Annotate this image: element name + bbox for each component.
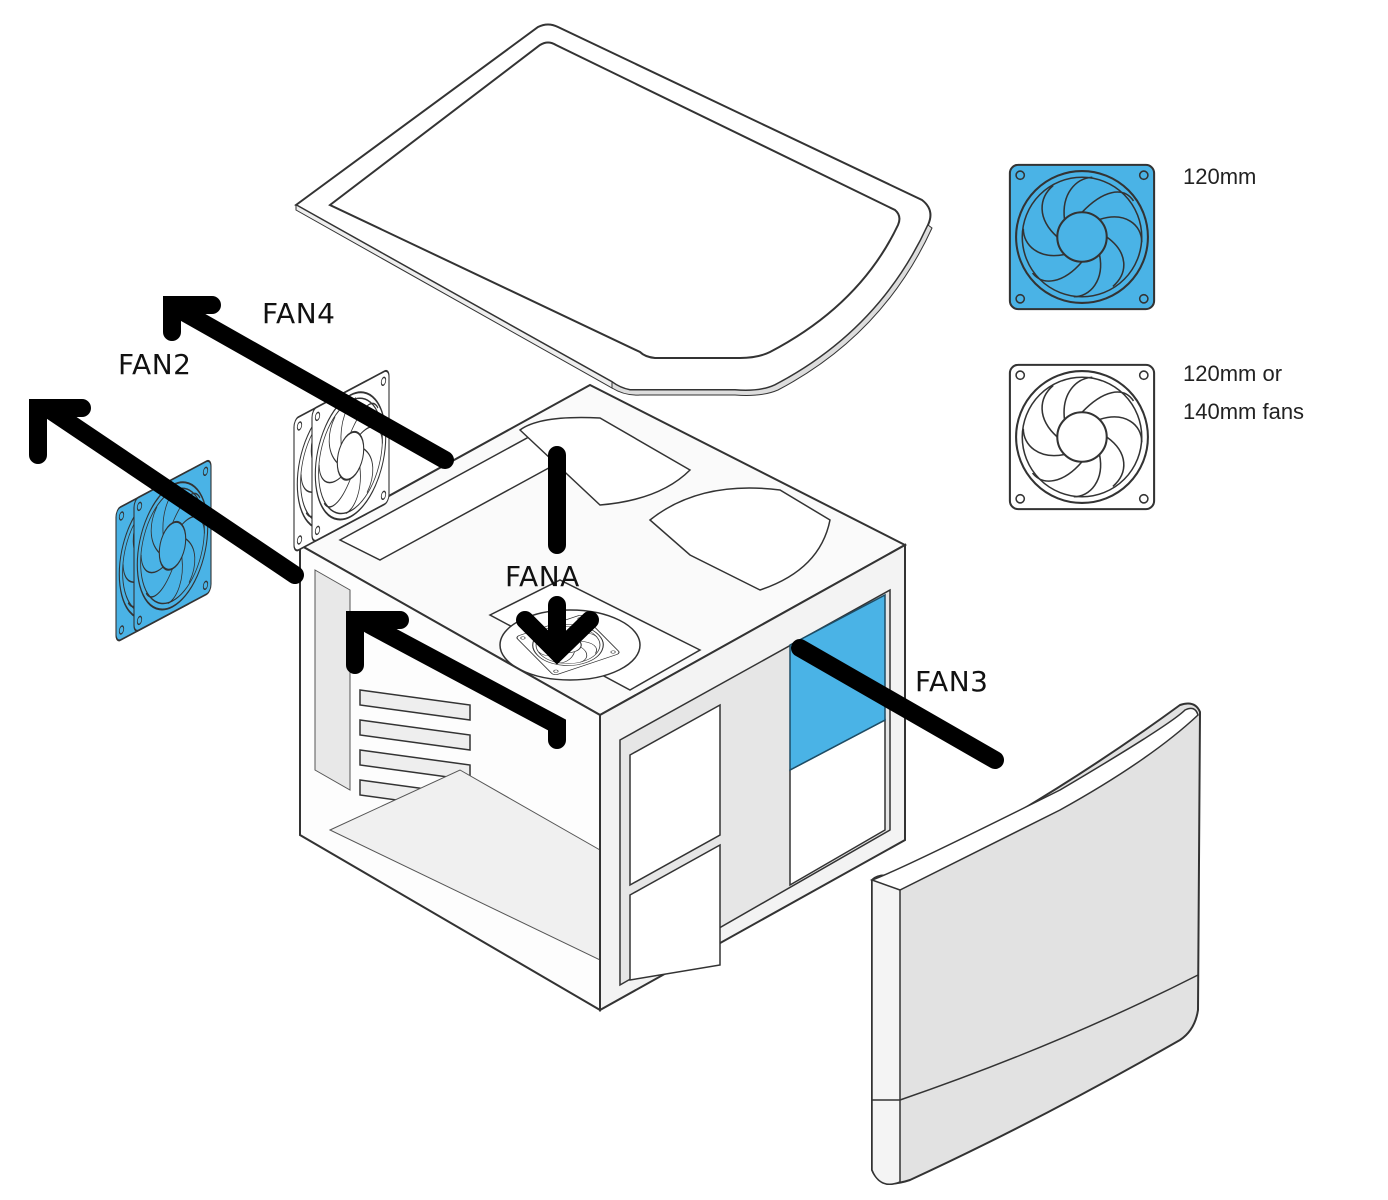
legend-line: 120mm (1183, 164, 1257, 189)
chassis (297, 383, 908, 1012)
label-fan2: FAN2 (118, 348, 192, 381)
arrow-fan4 (163, 296, 454, 469)
legend-text-120-140mm: 120mm or 140mm fans (1183, 355, 1304, 431)
label-fan4: FAN4 (262, 297, 336, 330)
arrow-internal (346, 611, 566, 749)
legend-swatch-blue-fan (1008, 163, 1156, 311)
label-fana: FANA (505, 560, 580, 593)
top-panel (294, 23, 933, 396)
arrow-fan2 (29, 399, 304, 584)
rear-mesh (314, 569, 351, 791)
legend-swatch-white-fan (1008, 363, 1156, 511)
legend-line: 120mm or (1183, 361, 1283, 386)
fan3-housing (789, 593, 886, 772)
airflow-arrows (29, 296, 1004, 769)
legend-text-120mm: 120mm (1183, 158, 1256, 196)
legend-line: 140mm fans (1183, 399, 1305, 424)
front-panel (869, 702, 1202, 1185)
arrow-fan3 (791, 639, 1004, 769)
arrow-fana-down (516, 446, 599, 665)
label-fan3: FAN3 (915, 665, 989, 698)
legend (1008, 163, 1156, 511)
